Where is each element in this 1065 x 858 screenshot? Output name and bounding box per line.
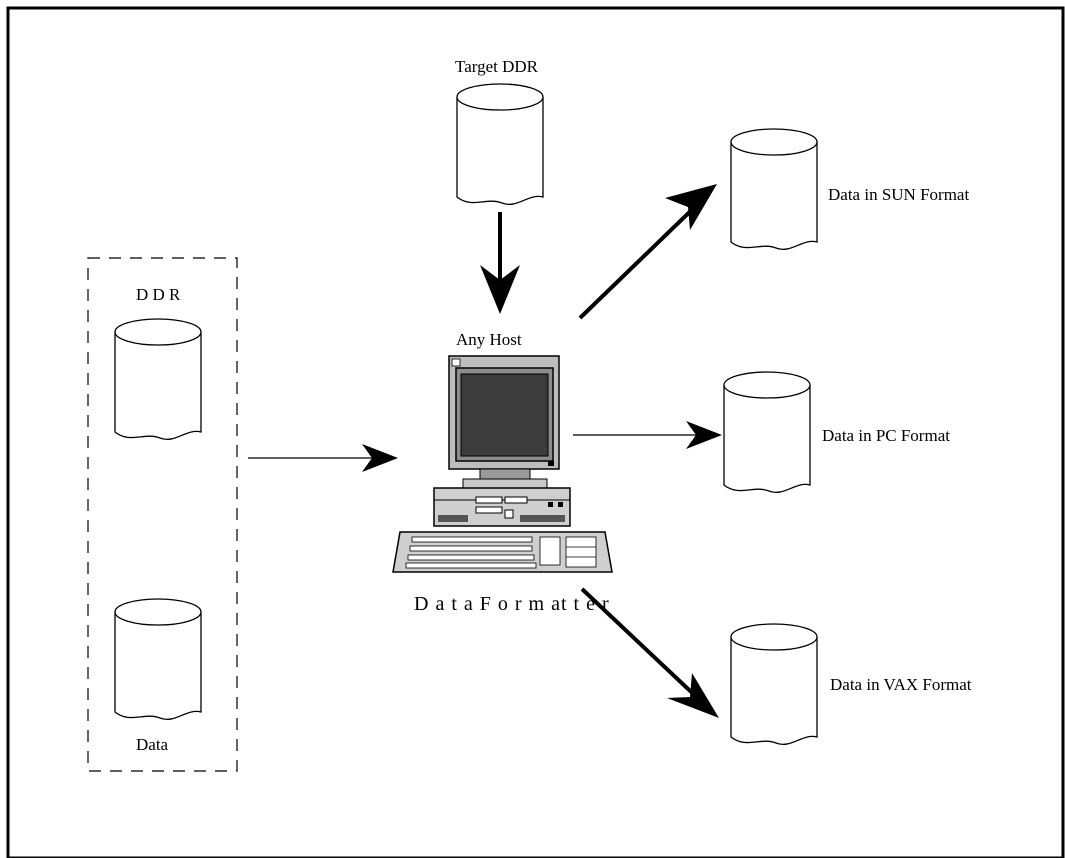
vax-format-label: Data in VAX Format [830, 675, 972, 694]
pc-format-label: Data in PC Format [822, 426, 950, 445]
pc-cylinder-icon [723, 371, 811, 494]
target-ddr-arrowhead [480, 265, 520, 314]
sun-arrowhead [665, 184, 717, 230]
vax-cylinder-icon [730, 623, 818, 746]
data-cylinder-icon [114, 598, 202, 721]
target-ddr-cylinder-icon [456, 83, 544, 206]
input-arrowhead [362, 444, 398, 472]
any-host-label: Any Host [456, 330, 522, 349]
diagram-frame [6, 6, 1065, 858]
ddr-cylinder-icon [114, 318, 202, 441]
data-formatter-label: D a t a F o r m at t e r [414, 593, 610, 615]
input-group-dashed-box [87, 257, 238, 772]
sun-cylinder-icon [730, 128, 818, 251]
data-label: Data [136, 735, 169, 754]
sun-format-label: Data in SUN Format [828, 185, 969, 204]
vax-arrowhead [667, 673, 719, 718]
desktop-computer-icon [392, 355, 613, 573]
pc-arrowhead [686, 421, 722, 449]
sun-arrow-shaft [578, 198, 704, 320]
vax-arrow-shaft [580, 587, 706, 706]
ddr-label: D D R [136, 285, 181, 304]
target-ddr-label: Target DDR [455, 57, 539, 76]
